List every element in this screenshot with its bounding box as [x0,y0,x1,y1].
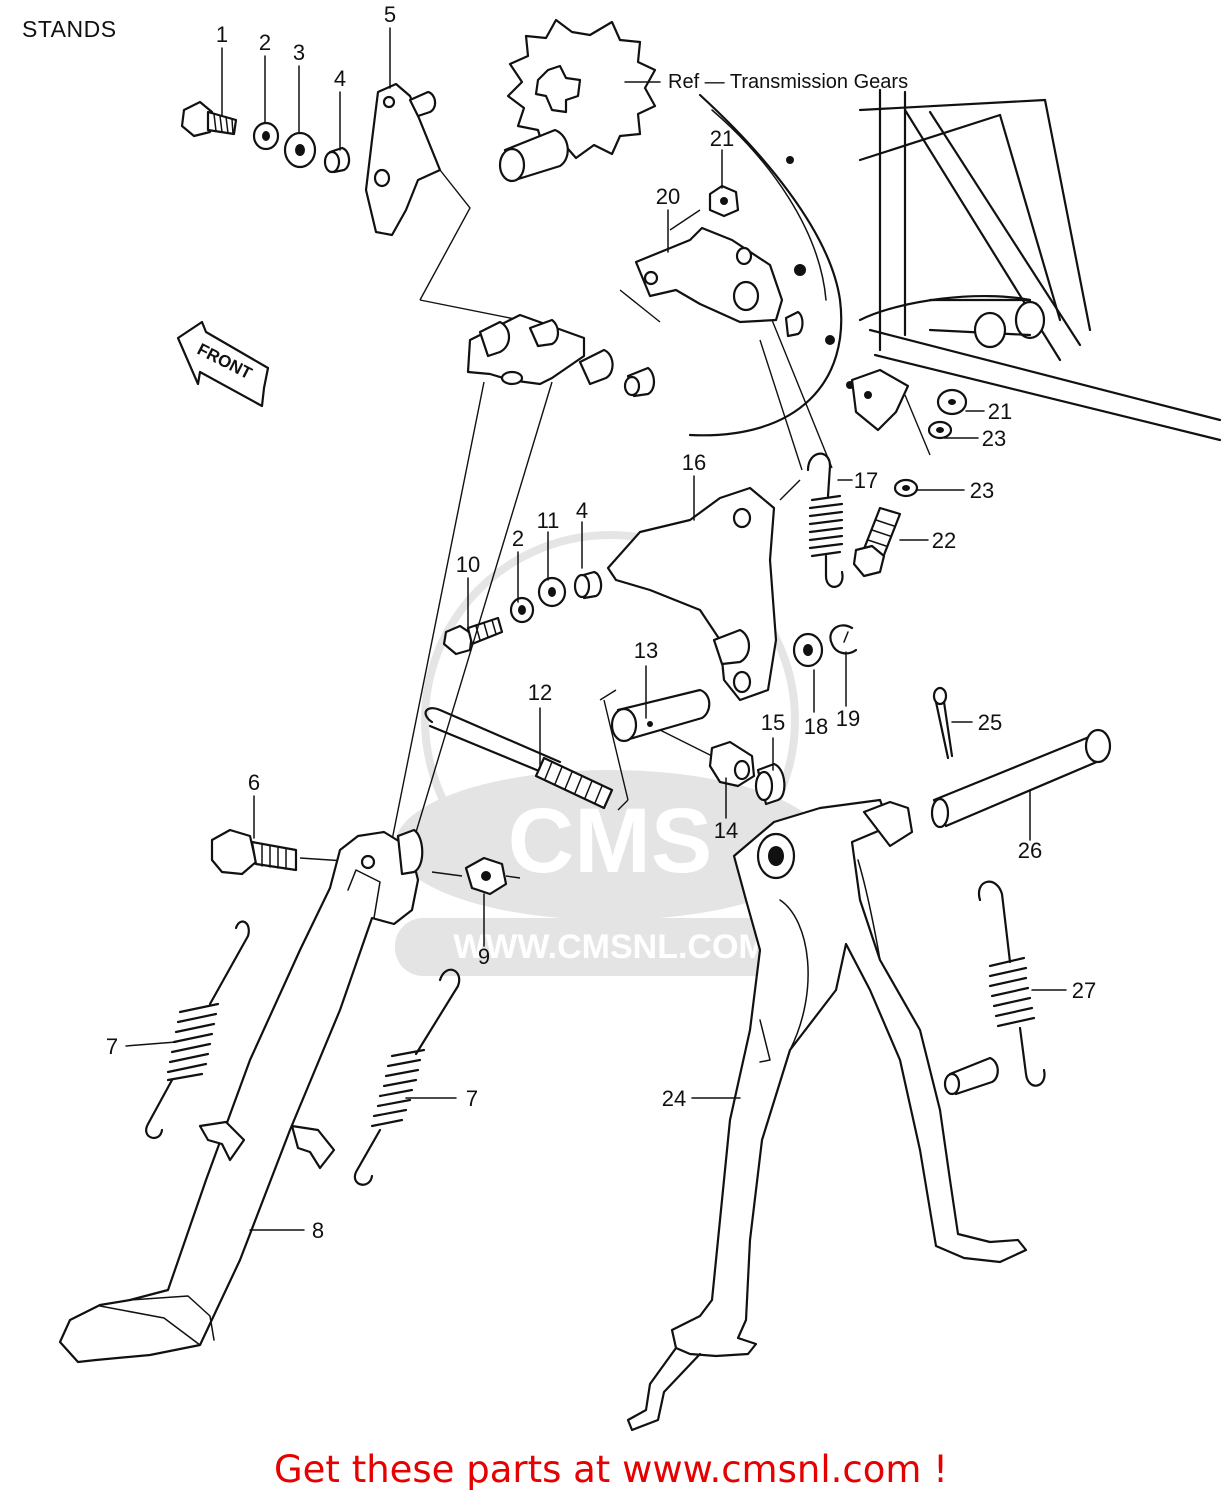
collar-15 [754,762,786,806]
leader-lines [125,27,1067,1231]
callout-22: 22 [932,528,956,553]
callout-2a: 2 [259,30,271,55]
get-parts-link[interactable]: Get these parts at www.cmsnl.com ! [273,1448,948,1491]
parts-diagram: CMS WWW.CMSNL.COM Ref — Transmission Gea… [58,2,1222,1432]
washer-3 [283,131,317,169]
washer-11 [537,576,567,608]
callout-7b: 7 [466,1086,478,1111]
callout-16: 16 [682,450,706,475]
callout-6: 6 [248,770,260,795]
watermark-url-text: WWW.CMSNL.COM [453,928,767,966]
callout-1: 1 [216,22,228,47]
nut-21b [936,388,968,416]
callout-4a: 4 [334,66,346,91]
callout-3: 3 [293,40,305,65]
callout-9: 9 [478,944,490,969]
front-direction-arrow: FRONT [176,320,270,408]
frame-mount-lug-right [850,368,910,432]
callout-12: 12 [528,680,552,705]
callout-21a: 21 [710,126,734,151]
nut-14 [708,740,756,788]
callout-23a: 23 [982,426,1006,451]
rod-12 [424,707,614,810]
spring-27 [977,880,1046,1087]
callout-15: 15 [761,710,785,735]
callout-11: 11 [537,508,560,533]
callout-numbers: 1 2 3 4 5 6 7 7 8 9 10 2 11 4 12 13 14 1… [106,2,1096,1243]
callout-8: 8 [312,1218,324,1243]
callout-17: 17 [854,468,878,493]
callout-13: 13 [634,638,658,663]
bolt-10 [442,616,504,656]
spring-7a [145,920,250,1140]
callout-18: 18 [804,714,828,739]
nut-9 [464,856,508,896]
callout-14: 14 [714,818,738,843]
callout-23b: 23 [970,478,994,503]
callout-21b: 21 [988,399,1012,424]
side-stand-8 [58,828,424,1364]
callout-2b: 2 [512,526,524,551]
callout-10: 10 [456,552,480,577]
callout-25: 25 [978,710,1002,735]
washer-2b [509,596,535,624]
main-stand-24 [626,798,1028,1432]
bolt-6 [210,828,298,876]
transmission-sprocket [498,18,657,183]
callout-5: 5 [384,2,396,27]
shaft-13 [610,688,711,743]
plate-16 [606,486,778,702]
callout-7a: 7 [106,1034,118,1059]
bolt-1 [180,100,238,138]
callout-27: 27 [1072,978,1096,1003]
watermark-logo-text: CMS [508,790,712,892]
bolt-22 [852,506,902,578]
callout-20: 20 [656,184,680,209]
washer-2a [252,121,280,151]
washer-23a [927,420,953,440]
callout-19: 19 [836,706,860,731]
nut-21a [708,184,740,218]
collar-4a [323,146,351,174]
reference-label: Ref — Transmission Gears [668,71,908,93]
page-title: STANDS [22,16,117,42]
bracket-5 [364,82,442,237]
cotter-pin-25 [932,686,954,760]
washer-23b [893,478,919,498]
circlip-19 [829,624,858,655]
washer-18 [792,632,824,668]
pivot-pin-26 [930,728,1112,829]
spring-7b [353,968,461,1186]
frame-mount-lug [466,313,656,398]
collar-4b [573,570,603,600]
callout-24: 24 [662,1086,686,1111]
callout-26: 26 [1018,838,1042,863]
spring-17 [806,452,844,588]
callout-4b: 4 [576,498,588,523]
bracket-20 [634,226,804,338]
